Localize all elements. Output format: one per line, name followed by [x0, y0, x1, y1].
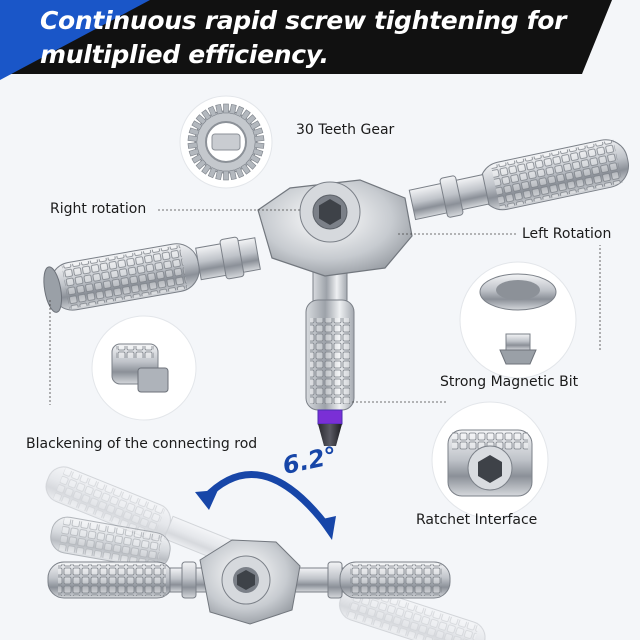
- gear-tooth: [187, 142, 198, 149]
- label-magnetic-bit: Strong Magnetic Bit: [440, 374, 579, 390]
- gear-tooth: [229, 103, 237, 115]
- gear-tooth: [254, 135, 265, 142]
- gear-tooth: [215, 169, 223, 181]
- connecting-rod-detail: [91, 315, 197, 421]
- banner-accent-stripe: [0, 0, 150, 80]
- gear-tooth: [229, 169, 237, 181]
- headline-line-2: multiplied efficiency.: [40, 40, 329, 69]
- gear-tooth: [245, 159, 257, 170]
- label-connecting-rod: Blackening of the connecting rod: [26, 436, 258, 452]
- callout-lines: [49, 209, 601, 405]
- gear-tooth: [191, 153, 203, 164]
- ratchet-interface-detail: [431, 401, 549, 519]
- gear-tooth: [249, 153, 261, 164]
- gear-tooth: [188, 148, 200, 157]
- gear-detail: [179, 95, 273, 189]
- gear-tooth: [245, 114, 257, 125]
- left-handle: [43, 236, 261, 313]
- label-ratchet: Ratchet Interface: [416, 512, 538, 528]
- gear-tooth: [235, 167, 245, 179]
- right-handle: [408, 139, 629, 221]
- headline: Continuous rapid screw tightening for mu…: [40, 4, 567, 72]
- gear-tooth: [235, 105, 245, 117]
- gear-tooth: [201, 109, 212, 121]
- label-right-rotation: Right rotation: [50, 201, 147, 217]
- gear-tooth: [223, 170, 229, 181]
- angle-arrow: [201, 471, 330, 529]
- gear-tooth: [215, 103, 223, 115]
- rotation-demo: [45, 466, 486, 640]
- gear-tooth: [240, 163, 251, 175]
- gear-tooth: [191, 120, 203, 131]
- gear-tooth: [252, 148, 264, 157]
- ratchet-hub: [257, 179, 413, 277]
- gear-tooth: [207, 167, 217, 179]
- main-tool: [43, 139, 629, 446]
- demo-tool: [47, 539, 451, 625]
- arrow-head-left: [195, 490, 218, 510]
- gear-tooth: [207, 105, 217, 117]
- headline-line-1: Continuous rapid screw tightening for: [40, 6, 567, 35]
- headline-banner: [0, 0, 612, 80]
- gear-tooth: [195, 159, 207, 170]
- arrow-head-right: [318, 516, 336, 540]
- gear-tooth: [187, 135, 198, 142]
- gear-tooth: [254, 142, 265, 149]
- banner-background: [0, 0, 612, 74]
- gear-tooth: [252, 127, 264, 136]
- magnetic-bit-detail: [459, 261, 577, 379]
- vertical-shaft: [305, 261, 355, 446]
- gear-tooth: [188, 127, 200, 136]
- gear-tooth: [223, 103, 229, 114]
- gear-tooth: [195, 114, 207, 125]
- gear-tooth: [249, 120, 261, 131]
- label-gear: 30 Teeth Gear: [296, 122, 395, 138]
- gear-tooth: [201, 163, 212, 175]
- label-left-rotation: Left Rotation: [522, 226, 612, 242]
- gear-tooth: [240, 109, 251, 121]
